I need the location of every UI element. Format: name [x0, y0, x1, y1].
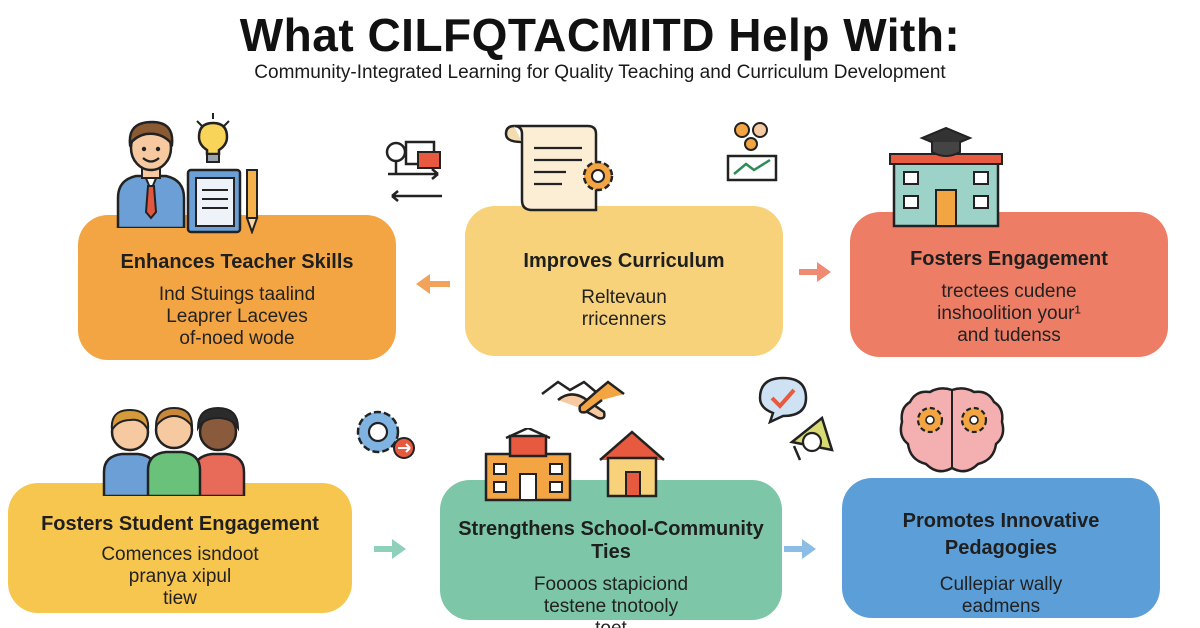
card-line: toet	[440, 618, 782, 628]
card-enhances-teacher-skills: Enhances Teacher Skills Ind Stuings taal…	[78, 215, 396, 360]
card-line: Ind Stuings taalind	[158, 284, 316, 305]
card-promotes-innovative-pedagogies: Promotes Innovative Pedagogies Cullepiar…	[842, 478, 1160, 618]
card-line: Foooos stapiciond	[533, 574, 689, 595]
card-line: of-noed wode	[179, 328, 295, 349]
notebook-icon	[186, 168, 242, 234]
school-building-icon	[484, 428, 572, 502]
gear-arrow-icon	[356, 410, 415, 459]
megaphone-icon	[789, 415, 834, 461]
card-line: tiew	[163, 588, 197, 609]
arrow-right-icon	[374, 539, 406, 559]
arrow-right-icon	[799, 262, 831, 282]
card-line: Leaprer Laceves	[166, 306, 308, 327]
card-title-line: Promotes Innovative	[902, 510, 1100, 532]
card-line: trectees cudene	[941, 281, 1077, 302]
card-title-line: Pedagogies	[944, 537, 1058, 559]
scroll-gear-icon	[504, 124, 614, 212]
card-title: Strengthens School-Community Ties	[458, 518, 764, 563]
card-description: Ind Stuings taalind Leaprer Laceves of-n…	[78, 284, 396, 350]
card-description: trectees cudene inshoolition your¹ and t…	[850, 281, 1168, 347]
card-description: Comences isndoot pranya xipul tiew	[8, 544, 352, 610]
card-title: Promotes Innovative Pedagogies	[842, 508, 1160, 562]
card-title: Fosters Student Engagement	[41, 513, 319, 535]
card-fosters-student-engagement: Fosters Student Engagement Comences isnd…	[8, 483, 352, 613]
card-line: eadmens	[961, 596, 1041, 617]
card-line: testene tnotooly	[543, 596, 679, 617]
students-group-icon	[102, 406, 246, 496]
arrow-left-icon	[416, 274, 450, 294]
card-line: pranya xipul	[128, 566, 232, 587]
card-line: Cullepiar wally	[939, 574, 1063, 595]
page-subtitle: Community-Integrated Learning for Qualit…	[254, 62, 946, 83]
check-bubble-icon	[758, 376, 808, 424]
card-strengthens-school-community-ties: Strengthens School-Community Ties Foooos…	[440, 480, 782, 628]
graduation-school-icon	[889, 126, 1003, 228]
card-line: Reltevaun	[581, 287, 667, 308]
flow-diagram-icon	[385, 140, 442, 202]
card-line: and tudenss	[957, 325, 1061, 346]
card-fosters-engagement: Fosters Engagement trectees cudene insho…	[850, 212, 1168, 357]
chart-person-icon	[726, 122, 778, 182]
card-title: Improves Curriculum	[523, 250, 725, 272]
lightbulb-icon	[196, 113, 230, 163]
teacher-icon	[116, 120, 186, 228]
card-line: Comences isndoot	[101, 544, 259, 565]
house-icon	[599, 430, 665, 498]
card-description: Reltevaun rricenners	[465, 287, 783, 331]
card-line: rricenners	[581, 309, 667, 330]
card-description: Cullepiar wally eadmens	[842, 574, 1160, 618]
handshake-icon	[541, 380, 625, 420]
card-improves-curriculum: Improves Curriculum Reltevaun rricenners	[465, 206, 783, 356]
card-description: Foooos stapiciond testene tnotooly toet	[440, 574, 782, 628]
pencil-icon	[245, 169, 259, 234]
card-line: inshoolition your¹	[937, 303, 1081, 324]
page-title: What CILFQTACMITD Help With:	[239, 9, 961, 61]
arrow-right-icon	[784, 539, 816, 559]
brain-gears-icon	[899, 387, 1005, 473]
card-title: Enhances Teacher Skills	[120, 251, 354, 273]
card-title: Fosters Engagement	[910, 248, 1108, 270]
